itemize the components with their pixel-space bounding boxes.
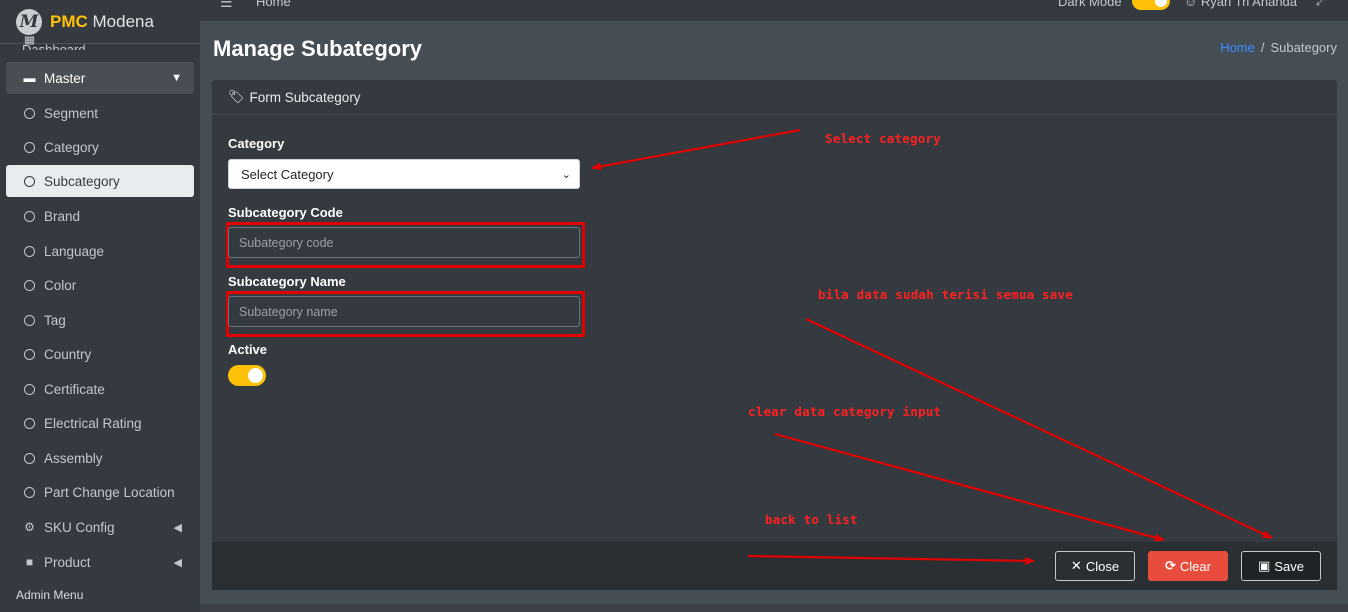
brand-logo: M [16,8,42,35]
footer-strip [200,604,1348,612]
close-button[interactable]: ✕Close [1055,551,1135,581]
sidebar-item-brand[interactable]: Brand [6,200,194,232]
highlight-box-name [226,291,585,337]
chevron-left-icon: ◀ [173,556,182,569]
sidebar-item-subcategory[interactable]: Subcategory [6,165,194,197]
sidebar-item-master[interactable]: ▬ Master ▼ [6,62,194,94]
sidebar-item-color[interactable]: Color [6,269,194,301]
tags-icon: 🏷 [228,89,245,104]
breadcrumb-current: Subategory [1270,40,1338,55]
dark-mode-toggle[interactable] [1132,0,1170,10]
highlight-box-code [226,222,585,268]
dark-mode-label: Dark Mode [1058,0,1122,9]
dashboard-icon: ▦ [23,36,36,46]
circle-icon [24,107,35,119]
sidebar-item-assembly[interactable]: Assembly [6,442,194,474]
page-title: Manage Subategory [213,36,423,61]
breadcrumb-separator: / [1260,40,1265,55]
circle-icon [24,348,35,360]
sidebar-header-admin-menu: Admin Menu [16,588,84,602]
chevron-down-icon: ⌄ [561,169,571,181]
sidebar-item-segment[interactable]: Segment [6,97,194,129]
sidebar-item-language[interactable]: Language [6,235,194,267]
circle-icon [24,141,35,153]
sidebar-item-sku-config[interactable]: ⚙ SKU Config ◀ [6,511,194,543]
nav-home-link[interactable]: Home [256,0,291,9]
category-label: Category [228,136,285,151]
sidebar-item-certificate[interactable]: Certificate [6,373,194,405]
card-header: 🏷 Form Subcategory [212,80,1337,115]
circle-icon [24,452,35,464]
brand-name: PMC Modena [50,11,154,31]
chevron-left-icon: ◀ [173,521,182,534]
bars-icon[interactable]: ☰ [220,0,233,10]
circle-icon [24,486,35,498]
top-navbar: ☰ Home Dark Mode ☺ Ryan Tri Ananda ⤢ [200,0,1348,22]
expand-icon[interactable]: ⤢ [1316,0,1326,8]
circle-icon [24,383,35,395]
breadcrumb: Home / Subategory [1220,40,1337,55]
annotation-back: back to list [765,512,858,527]
sidebar-item-product[interactable]: ■ Product ◀ [6,546,194,578]
circle-icon [24,175,35,187]
hdd-icon: ▬ [23,71,36,85]
sidebar-item-country[interactable]: Country [6,338,194,370]
subcategory-code-input[interactable]: Subategory code [228,227,580,258]
subcategory-name-input[interactable]: Subategory name [228,296,580,327]
circle-icon [24,210,35,222]
sidebar-item-category[interactable]: Category [6,131,194,163]
breadcrumb-home-link[interactable]: Home [1220,40,1255,55]
card-title: Form Subcategory [249,89,361,105]
gear-icon: ⚙ [24,520,35,534]
card-footer: ✕Close ⟳Clear ▣Save [212,542,1337,590]
subcategory-code-label: Subcategory Code [228,205,343,220]
circle-icon [24,245,35,257]
sidebar-item-electrical-rating[interactable]: Electrical Rating [6,407,194,439]
active-toggle[interactable] [228,365,266,386]
user-icon: ☺ [1184,0,1201,9]
save-button[interactable]: ▣Save [1241,551,1321,581]
clear-button[interactable]: ⟳Clear [1148,551,1228,581]
sidebar-item-dashboard[interactable]: ▦Dashboard [22,36,192,50]
circle-icon [24,417,35,429]
close-icon: ✕ [1070,558,1082,573]
category-select[interactable]: Select Category ⌄ [228,159,580,189]
subcategory-name-label: Subcategory Name [228,274,346,289]
brand[interactable]: M PMC Modena [0,0,200,44]
briefcase-icon: ■ [25,555,34,569]
sidebar: M PMC Modena ▦Dashboard ▬ Master ▼ Segme… [0,0,200,612]
annotation-save: bila data sudah terisi semua save [818,287,1073,302]
chevron-down-icon: ▼ [171,72,182,84]
user-menu[interactable]: ☺ Ryan Tri Ananda [1184,0,1297,9]
annotation-select-category: Select category [825,131,941,146]
active-label: Active [228,342,268,357]
circle-icon [24,279,35,291]
sidebar-item-part-change-location[interactable]: Part Change Location [6,476,194,508]
sidebar-item-tag[interactable]: Tag [6,304,194,336]
refresh-icon: ⟳ [1165,558,1176,573]
annotation-clear: clear data category input [748,404,942,419]
circle-icon [24,314,35,326]
floppy-disk-icon: ▣ [1258,558,1271,573]
